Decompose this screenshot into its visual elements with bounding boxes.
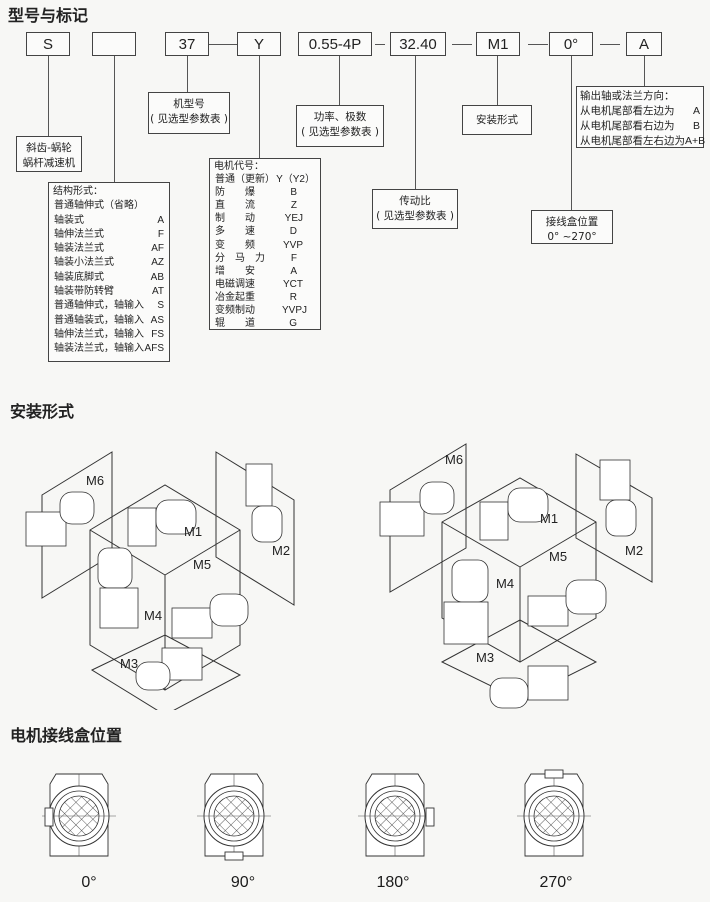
section-title-model-marking: 型号与标记 — [8, 6, 89, 25]
mount-label-m6-right: M6 — [445, 452, 464, 467]
mount-label-m4: M4 — [144, 608, 163, 623]
mount-label-m2: M2 — [272, 543, 291, 558]
terminal-box-diagrams — [41, 769, 592, 861]
mount-label-m4-right: M4 — [496, 576, 515, 591]
code-box-output: A — [626, 32, 662, 56]
section-title-mounting: 安装形式 — [10, 402, 75, 421]
code-box-mount: M1 — [476, 32, 520, 56]
note-series-type: 斜齿-蜗轮 蜗杆减速机 — [16, 136, 82, 172]
mount-label-m6: M6 — [86, 473, 105, 488]
code-box-frame: 37 — [165, 32, 209, 56]
mounting-diagram-left — [25, 451, 295, 710]
note-mount: 安装形式 — [462, 105, 532, 135]
mount-label-m3: M3 — [120, 656, 139, 671]
box-angle-90: 90° — [230, 874, 256, 891]
code-box-angle: 0° — [549, 32, 593, 56]
code-box-power: 0.55-4P — [298, 32, 372, 56]
note-ratio: 传动比 ( 见选型参数表 ) — [372, 189, 458, 229]
mount-label-m1: M1 — [184, 524, 203, 539]
code-box-series: S — [26, 32, 70, 56]
note-frame: 机型号 ( 见选型参数表 ) — [148, 92, 230, 134]
code-box-structure — [92, 32, 136, 56]
mount-label-m5-right: M5 — [549, 549, 568, 564]
box-angle-270: 270° — [539, 874, 573, 891]
box-angle-180: 180° — [376, 874, 410, 891]
mount-label-m5: M5 — [193, 557, 212, 572]
mount-label-m1-right: M1 — [540, 511, 559, 526]
code-box-motor: Y — [237, 32, 281, 56]
section-title-terminal-box: 电机接线盒位置 — [10, 726, 123, 745]
box-angle-0: 0° — [81, 874, 97, 891]
code-box-ratio: 32.40 — [390, 32, 446, 56]
mount-label-m2-right: M2 — [625, 543, 644, 558]
note-box-position: 接线盒位置 0° ~270° — [531, 210, 613, 244]
mounting-diagram-right — [379, 443, 653, 709]
note-power: 功率、极数 ( 见选型参数表 ) — [296, 105, 384, 147]
mount-label-m3-right: M3 — [476, 650, 495, 665]
